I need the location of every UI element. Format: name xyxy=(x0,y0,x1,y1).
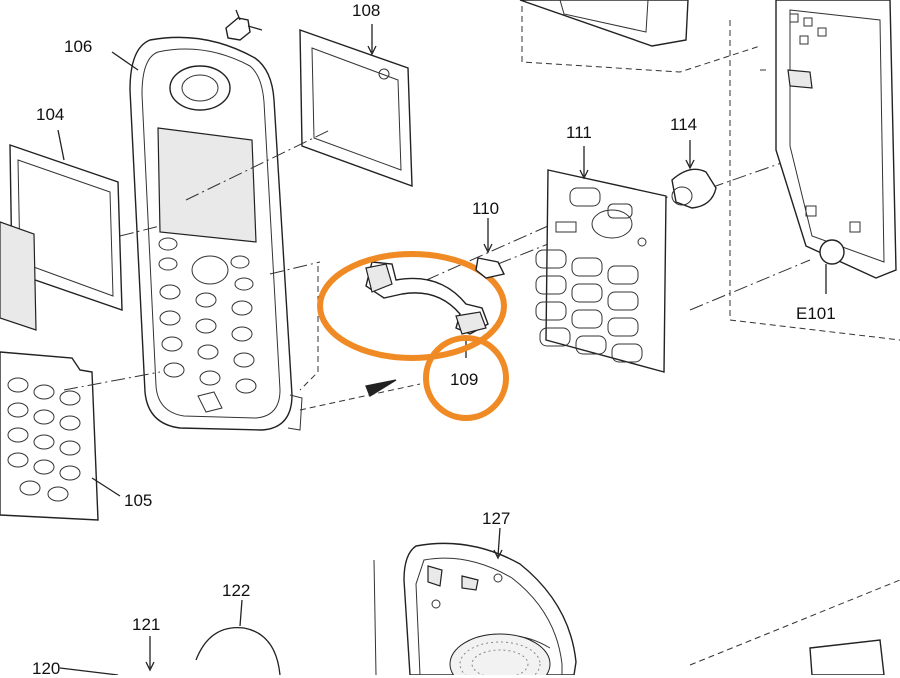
label-part-109: 109 xyxy=(450,370,479,389)
part-121-leader xyxy=(145,636,155,672)
housing-key-holes xyxy=(158,237,257,413)
keypad-sheet-holes xyxy=(7,377,81,502)
label-part-110: 110 xyxy=(472,199,500,218)
label-part-e101: E101 xyxy=(796,304,836,323)
label-part-114: 114 xyxy=(670,115,698,134)
part-110-rubber-piece xyxy=(475,218,506,279)
part-114-buzzer xyxy=(671,140,717,209)
top-display-panel xyxy=(519,0,761,73)
part-105-keypad-sheet xyxy=(0,351,121,521)
part-127-back-cover xyxy=(403,527,577,675)
part-108-display-lens xyxy=(299,24,413,188)
label-part-105: 105 xyxy=(124,491,153,510)
main-circuit-board xyxy=(729,0,900,341)
bottom-right-fragments xyxy=(373,559,900,675)
label-part-121: 121 xyxy=(132,615,161,634)
highlight-circle-label-109 xyxy=(423,335,509,421)
speaker-grille-pattern xyxy=(449,633,551,675)
label-part-127: 127 xyxy=(482,509,511,528)
highlight-circle-part-109 xyxy=(317,251,507,361)
keypad-keys xyxy=(535,187,643,363)
label-part-104: 104 xyxy=(36,105,65,124)
label-part-120: 120 xyxy=(32,659,61,678)
label-part-108: 108 xyxy=(352,1,381,20)
part-122-round-gasket xyxy=(195,599,281,675)
part-106-front-housing xyxy=(111,36,303,431)
part-109-curved-cushion xyxy=(365,261,489,358)
label-part-122: 122 xyxy=(222,581,251,600)
part-120-leader xyxy=(59,667,119,675)
label-part-106: 106 xyxy=(64,37,93,56)
part-111-rubber-keypad xyxy=(535,146,667,373)
part-104-window-frame xyxy=(0,129,123,331)
label-part-111: 111 xyxy=(566,123,592,142)
top-clip-part xyxy=(225,9,263,41)
